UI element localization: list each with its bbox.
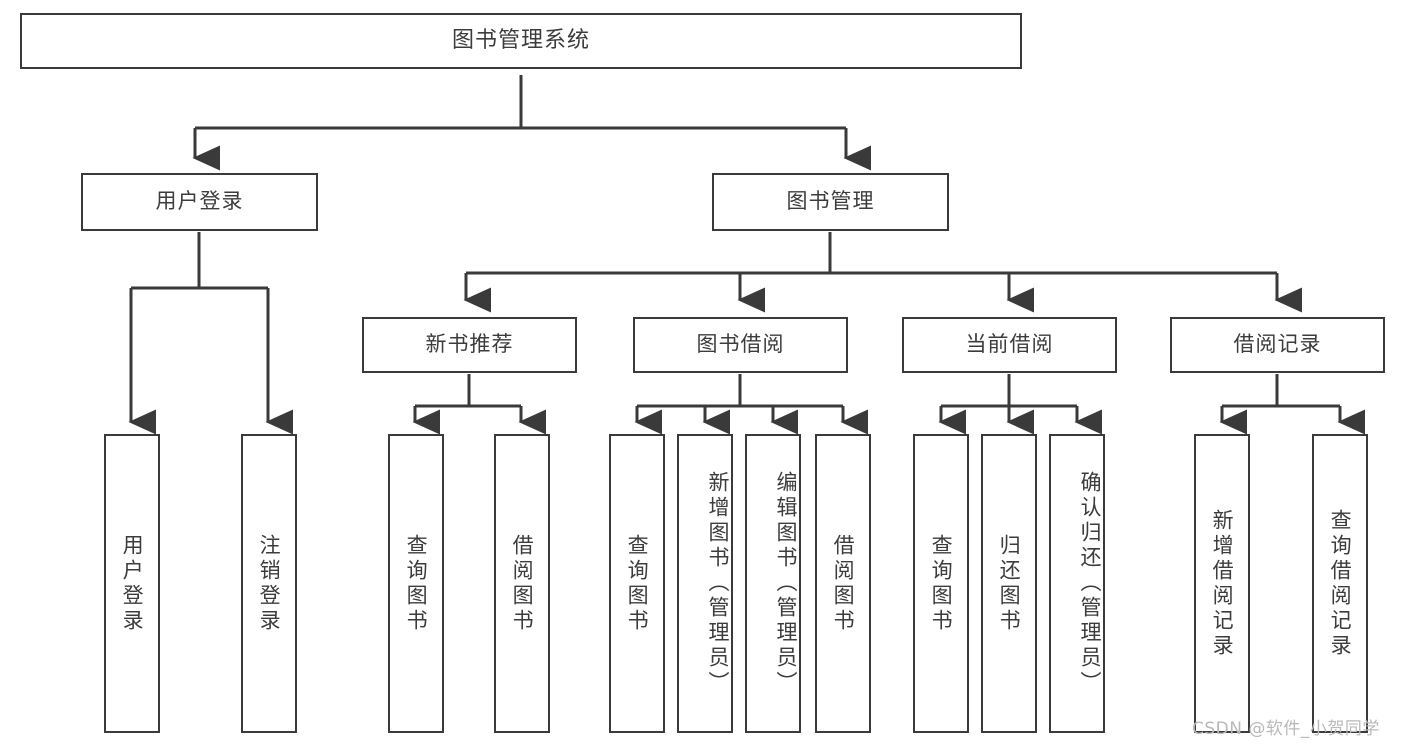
leaf-borrow-query-book[interactable]: 查询图书 bbox=[609, 434, 665, 733]
node-label: 归还图书 bbox=[997, 533, 1022, 634]
node-label: 查询图书 bbox=[404, 533, 429, 634]
leaf-current-return-book[interactable]: 归还图书 bbox=[981, 434, 1037, 733]
leaf-new-book-borrow[interactable]: 借阅图书 bbox=[494, 434, 550, 733]
node-label: 借阅图书 bbox=[831, 533, 856, 634]
leaf-new-book-query[interactable]: 查询图书 bbox=[388, 434, 444, 733]
node-label: 新增借阅记录 bbox=[1210, 508, 1235, 659]
node-label: 注销登录 bbox=[257, 533, 282, 634]
node-label: 查询图书 bbox=[929, 533, 954, 634]
node-current-borrow[interactable]: 当前借阅 bbox=[902, 317, 1117, 373]
leaf-record-query-record[interactable]: 查询借阅记录 bbox=[1312, 434, 1368, 733]
leaf-borrow-borrow-book[interactable]: 借阅图书 bbox=[815, 434, 871, 733]
leaf-borrow-add-book-admin[interactable]: 新增图书（管理员） bbox=[677, 434, 733, 733]
node-label: 新增图书（管理员） bbox=[706, 471, 730, 696]
leaf-borrow-edit-book-admin[interactable]: 编辑图书（管理员） bbox=[745, 434, 801, 733]
leaf-current-confirm-return-admin[interactable]: 确认归还（管理员） bbox=[1049, 434, 1105, 733]
node-label: 查询图书 bbox=[625, 533, 650, 634]
csdn-watermark: CSDN @软件_小贺同学 bbox=[1192, 719, 1380, 739]
node-label: 图书管理系统 bbox=[451, 27, 590, 53]
node-new-book-recommend[interactable]: 新书推荐 bbox=[362, 317, 577, 373]
node-label: 图书借阅 bbox=[696, 332, 785, 357]
node-label: 图书管理 bbox=[786, 189, 875, 214]
node-book-management[interactable]: 图书管理 bbox=[712, 173, 949, 231]
node-label: 当前借阅 bbox=[965, 332, 1054, 357]
node-label: 编辑图书（管理员） bbox=[774, 471, 798, 696]
node-label: 用户登录 bbox=[120, 533, 145, 634]
node-label: 查询借阅记录 bbox=[1328, 508, 1353, 659]
leaf-user-login-signout[interactable]: 注销登录 bbox=[241, 434, 297, 733]
node-label: 确认归还（管理员） bbox=[1078, 471, 1102, 696]
node-user-login[interactable]: 用户登录 bbox=[81, 173, 318, 231]
leaf-current-query-book[interactable]: 查询图书 bbox=[913, 434, 969, 733]
node-borrow-record[interactable]: 借阅记录 bbox=[1170, 317, 1385, 373]
leaf-record-add-record[interactable]: 新增借阅记录 bbox=[1194, 434, 1250, 733]
node-label: 新书推荐 bbox=[425, 332, 514, 357]
node-label: 借阅记录 bbox=[1233, 332, 1322, 357]
node-label: 用户登录 bbox=[155, 189, 244, 214]
node-label: 借阅图书 bbox=[510, 533, 535, 634]
node-book-borrow[interactable]: 图书借阅 bbox=[633, 317, 848, 373]
node-root-system[interactable]: 图书管理系统 bbox=[20, 13, 1022, 69]
leaf-user-login-signin[interactable]: 用户登录 bbox=[104, 434, 160, 733]
